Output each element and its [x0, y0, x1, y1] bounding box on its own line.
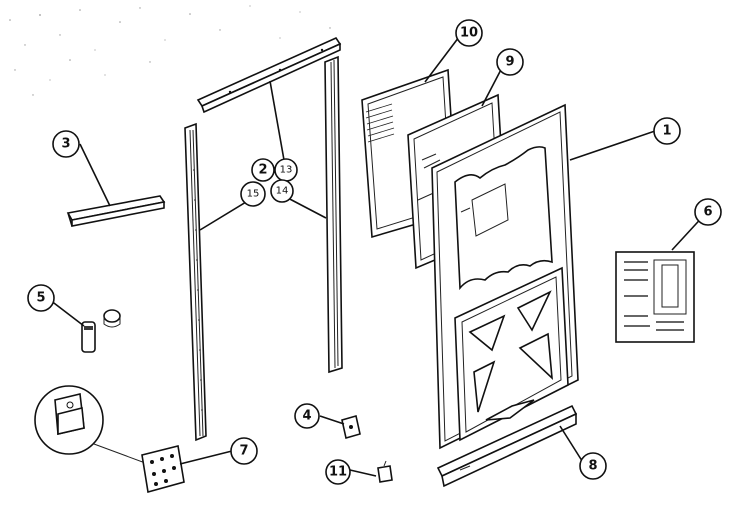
hardware-parts-dots	[150, 454, 176, 486]
hardware-pack	[34, 385, 185, 494]
callout-3-label: 3	[61, 137, 70, 152]
callout-2-label: 2	[258, 163, 267, 178]
callout-9: 9	[496, 48, 524, 76]
storm-door	[431, 103, 579, 450]
callout-7-label: 7	[239, 444, 248, 459]
leader-lines	[49, 32, 708, 477]
callout-9-label: 9	[505, 55, 514, 70]
bottom-expander	[436, 404, 578, 488]
callout-15-label: 15	[247, 189, 260, 200]
callout-8: 8	[579, 452, 607, 480]
callout-14: 14	[270, 179, 294, 203]
callout-5: 5	[27, 284, 55, 312]
callout-3: 3	[52, 130, 80, 158]
callout-6-label: 6	[703, 205, 712, 220]
callout-1-label: 1	[662, 124, 671, 139]
callout-11-label: 11	[329, 465, 347, 480]
callout-14-label: 14	[276, 186, 289, 197]
stop-clip	[377, 460, 393, 483]
instruction-text-lines	[624, 261, 684, 331]
callout-11: 11	[325, 459, 351, 485]
latch-bracket	[341, 414, 361, 440]
callout-4-label: 4	[302, 409, 311, 424]
closer-cylinder	[81, 309, 121, 353]
left-jamb-rail	[184, 122, 207, 442]
scan-texture	[9, 5, 331, 96]
callout-2: 2	[251, 158, 275, 182]
callout-5-label: 5	[36, 291, 45, 306]
callout-13-label: 13	[280, 165, 293, 176]
callout-10: 10	[455, 19, 483, 47]
callout-7: 7	[230, 437, 258, 465]
callout-8-label: 8	[588, 459, 597, 474]
rail-dot-texture	[193, 169, 203, 411]
right-jamb-rail	[324, 55, 343, 374]
top-header-rail	[196, 36, 342, 114]
callout-1: 1	[653, 117, 681, 145]
callout-13: 13	[274, 158, 298, 182]
screen-mesh-texture	[365, 103, 395, 143]
callout-4: 4	[294, 403, 320, 429]
callout-15: 15	[240, 181, 266, 207]
instruction-card	[615, 251, 695, 343]
callout-6: 6	[694, 198, 722, 226]
door-sweep	[66, 195, 166, 227]
callout-10-label: 10	[460, 26, 478, 41]
